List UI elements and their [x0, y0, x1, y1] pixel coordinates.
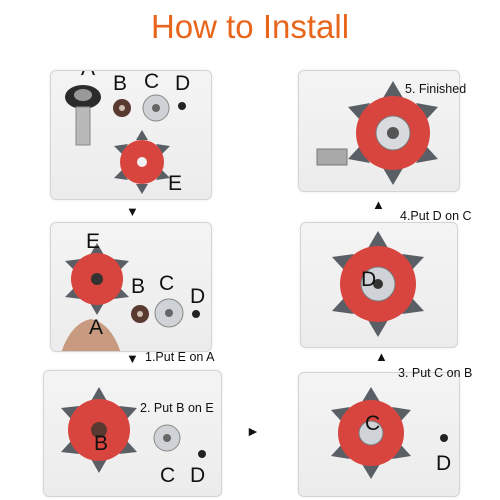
- label-b: B: [113, 72, 128, 95]
- arrow-up-1: ▲: [375, 349, 388, 364]
- panel-step-2: B C D: [43, 370, 222, 497]
- shaft-image: [316, 148, 348, 166]
- nut-d-image: [178, 102, 186, 110]
- panel-finished: [298, 70, 460, 192]
- label-d: D: [436, 452, 452, 475]
- panel-step-4: D: [300, 222, 458, 348]
- step-5-text: 5. Finished: [405, 82, 467, 96]
- label-d: D: [190, 285, 206, 308]
- label-b: B: [131, 275, 146, 298]
- blade-assembly-image: [61, 387, 137, 473]
- label-e: E: [86, 230, 101, 253]
- label-c: C: [159, 272, 175, 295]
- blade-on-gearbox-image: [65, 243, 129, 315]
- page-title: How to Install: [150, 8, 350, 45]
- nut-d-image: [198, 450, 206, 458]
- washer-b-image: [131, 305, 149, 323]
- label-d: D: [361, 268, 377, 291]
- blade-e-image: [114, 130, 170, 194]
- step-4-text: 4.Put D on C: [400, 209, 472, 223]
- panel-step-1: E B C D A: [50, 222, 212, 352]
- label-d: D: [175, 72, 191, 95]
- hand-image: [61, 319, 121, 351]
- step-3-text: 3. Put C on B: [398, 366, 473, 380]
- label-a: A: [81, 71, 95, 79]
- nut-d-image: [192, 310, 200, 318]
- label-e: E: [168, 172, 183, 195]
- label-a: A: [89, 316, 104, 339]
- label-c: C: [144, 70, 160, 93]
- cup-c-image: [142, 94, 170, 122]
- arrow-down-2: ▼: [126, 351, 139, 366]
- blade-assembly-image: [331, 387, 411, 479]
- label-c: C: [365, 412, 381, 435]
- step-2-text: 2. Put B on E: [140, 401, 214, 415]
- washer-b-image: [113, 99, 131, 117]
- cup-c-image: [154, 298, 184, 328]
- arrow-down-1: ▼: [126, 204, 139, 219]
- label-d: D: [190, 464, 206, 487]
- arrow-up-2: ▲: [372, 197, 385, 212]
- label-c: C: [160, 464, 176, 487]
- finished-assembly-image: [348, 81, 438, 185]
- step-1-text: 1.Put E on A: [145, 350, 215, 364]
- panel-parts: A B C D E: [50, 70, 212, 200]
- arrow-right: ►: [246, 423, 260, 439]
- label-b: B: [94, 432, 109, 455]
- blade-assembly-image: [332, 231, 424, 337]
- gearbox-a-image: [65, 85, 101, 146]
- nut-d-image: [440, 434, 448, 442]
- panel-step-3: C D: [298, 372, 460, 497]
- cup-c-image: [153, 424, 181, 452]
